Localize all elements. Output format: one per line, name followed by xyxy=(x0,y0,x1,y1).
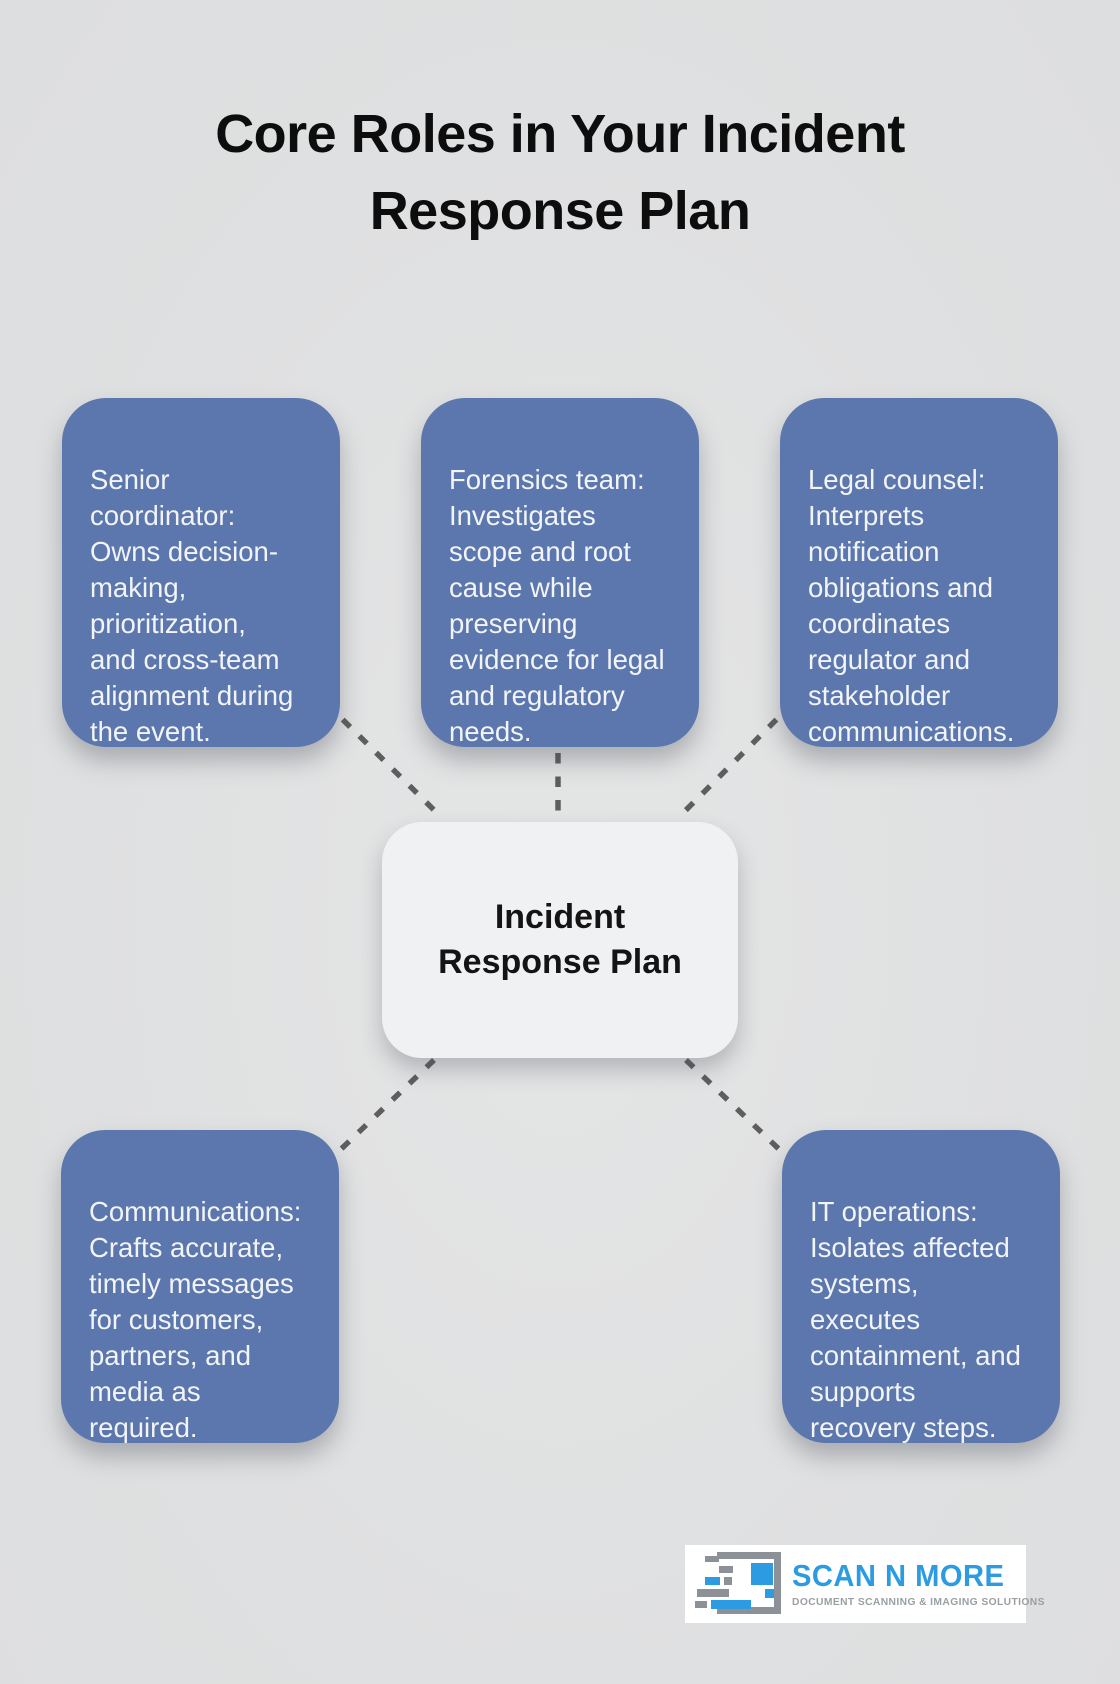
role-box-forensics-team: Forensics team: Investigates scope and r… xyxy=(421,398,699,747)
role-text: Senior coordinator: Owns decision- makin… xyxy=(90,464,294,747)
center-node: Incident Response Plan xyxy=(382,822,738,1058)
role-text: Forensics team: Investigates scope and r… xyxy=(449,464,665,747)
center-node-label: Incident Response Plan xyxy=(438,898,682,981)
logo-brand-text: SCAN N MORE xyxy=(792,1558,1005,1594)
page-title: Core Roles in Your Incident Response Pla… xyxy=(215,104,905,241)
connector-line xyxy=(684,1058,785,1155)
connector-line xyxy=(681,701,795,815)
role-text: IT operations: Isolates affected systems… xyxy=(810,1196,1021,1443)
connector-line xyxy=(335,1058,436,1155)
role-box-legal-counsel: Legal counsel: Interprets notification o… xyxy=(780,398,1058,747)
role-text: Communications: Crafts accurate, timely … xyxy=(89,1196,302,1443)
role-box-communications: Communications: Crafts accurate, timely … xyxy=(61,1130,339,1443)
scanner-document-icon xyxy=(695,1552,781,1614)
role-text: Legal counsel: Interprets notification o… xyxy=(808,464,1015,747)
scan-n-more-logo: SCAN N MORE DOCUMENT SCANNING & IMAGING … xyxy=(685,1545,1045,1623)
logo-tagline: DOCUMENT SCANNING & IMAGING SOLUTIONS xyxy=(792,1595,1045,1608)
role-box-it-operations: IT operations: Isolates affected systems… xyxy=(782,1130,1060,1443)
role-box-senior-coordinator: Senior coordinator: Owns decision- makin… xyxy=(62,398,340,747)
connector-line xyxy=(324,701,439,815)
